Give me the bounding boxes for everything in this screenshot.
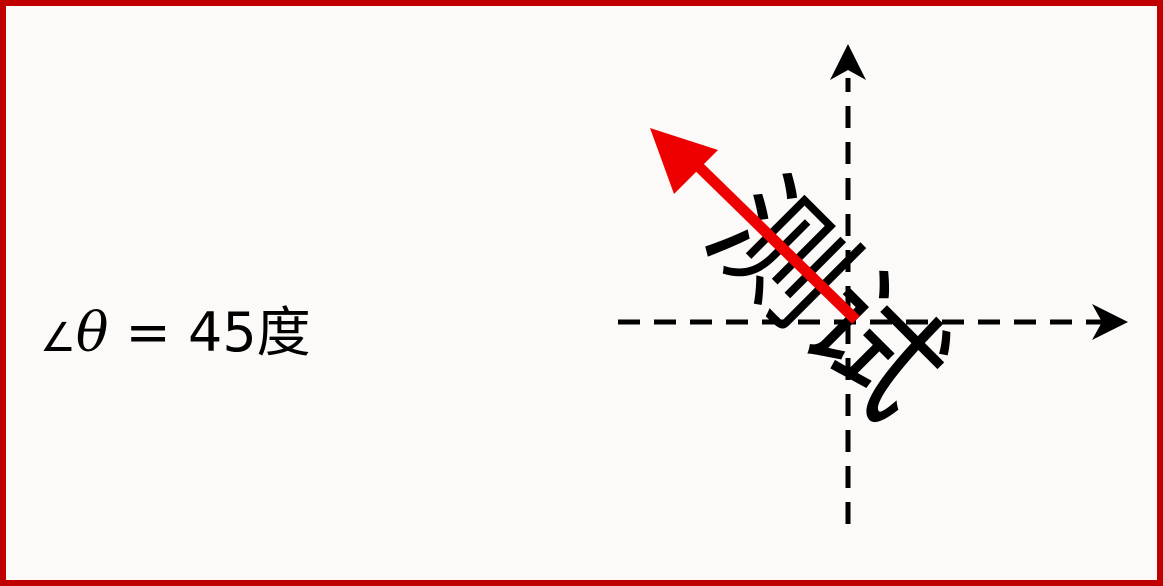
angle-arrow-head (650, 128, 718, 194)
angle-symbol: ∠ (40, 315, 76, 361)
angle-arrow (690, 158, 860, 324)
angle-value: 45度 (187, 301, 311, 364)
y-axis-arrowhead (830, 44, 866, 80)
axes-diagram: 测试 (618, 44, 1128, 524)
equals-sign: = (125, 301, 171, 364)
angle-label: ∠θ = 45度 (40, 298, 311, 373)
theta-symbol: θ (75, 301, 109, 364)
x-axis-arrowhead (1092, 304, 1128, 340)
